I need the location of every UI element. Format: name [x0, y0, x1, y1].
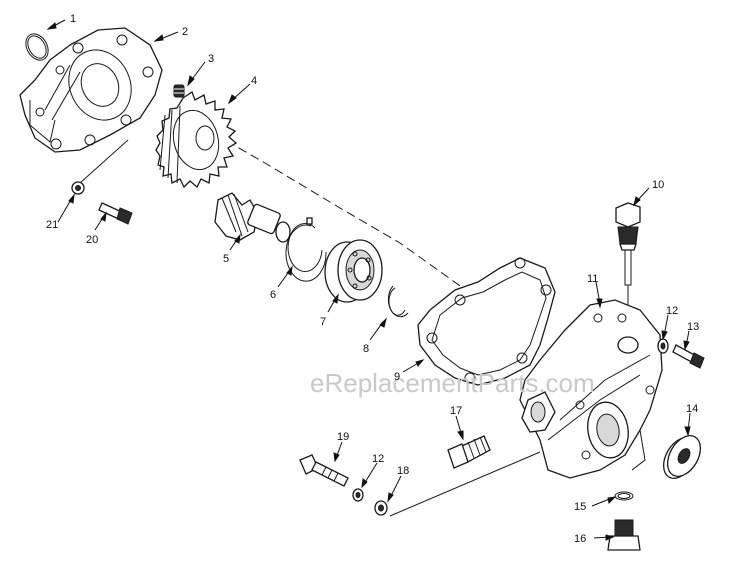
- callout-11: 11: [587, 273, 598, 285]
- callout-10: 10: [652, 179, 664, 191]
- callout-5: 5: [223, 253, 229, 265]
- bolt-leader-line: [79, 139, 129, 184]
- washer-lower: [352, 488, 364, 502]
- callout-21: 21: [46, 219, 58, 231]
- callout-6: 6: [270, 289, 276, 301]
- callout-16: 16: [574, 533, 586, 545]
- callout-2: 2: [182, 26, 188, 38]
- washer-upper: [657, 338, 669, 354]
- large-spur-gear: [155, 91, 238, 189]
- set-screw: [173, 84, 185, 98]
- gasket: [417, 257, 556, 386]
- callout-20: 20: [86, 234, 98, 246]
- callout-labels: 1 2 3 4 5 6 7 8 9 10 11 12 13 14 15 16 1…: [46, 13, 699, 545]
- washer-18: [374, 500, 388, 516]
- cap-screw-20: [98, 202, 133, 225]
- callout-17: 17: [450, 405, 462, 417]
- gear-housing: [519, 299, 663, 479]
- snap-ring-large: [285, 217, 327, 282]
- snap-ring-small: [387, 285, 409, 318]
- ball-bearing: [324, 239, 383, 303]
- callout-4: 4: [251, 75, 257, 87]
- callout-9: 9: [394, 371, 400, 383]
- o-ring: [25, 33, 49, 61]
- watermark-text: eReplacementParts.com: [310, 368, 595, 398]
- pinion-shaft: [214, 192, 291, 243]
- lock-washer-21: [71, 181, 85, 195]
- drain-plug: [607, 519, 641, 551]
- callout-12-upper: 12: [666, 305, 678, 317]
- bolt-13: [672, 344, 705, 369]
- callout-19: 19: [337, 431, 349, 443]
- hex-bolt-19: [299, 454, 349, 487]
- vent-plug: [615, 202, 641, 320]
- callout-14: 14: [686, 403, 698, 415]
- callout-7: 7: [320, 316, 326, 328]
- callout-8: 8: [363, 343, 369, 355]
- callout-1: 1: [70, 13, 76, 25]
- end-cover: [19, 27, 163, 153]
- callout-3: 3: [208, 53, 214, 65]
- callout-12-lower: 12: [372, 453, 384, 465]
- seal-washer: [662, 435, 702, 479]
- callout-arrows: [46, 19, 691, 541]
- pipe-plug: [447, 435, 491, 469]
- drain-bolt-leader-line: [389, 451, 541, 517]
- callout-18: 18: [397, 465, 409, 477]
- callout-15: 15: [574, 501, 586, 513]
- drain-o-ring: [614, 491, 634, 501]
- callout-13: 13: [687, 321, 699, 333]
